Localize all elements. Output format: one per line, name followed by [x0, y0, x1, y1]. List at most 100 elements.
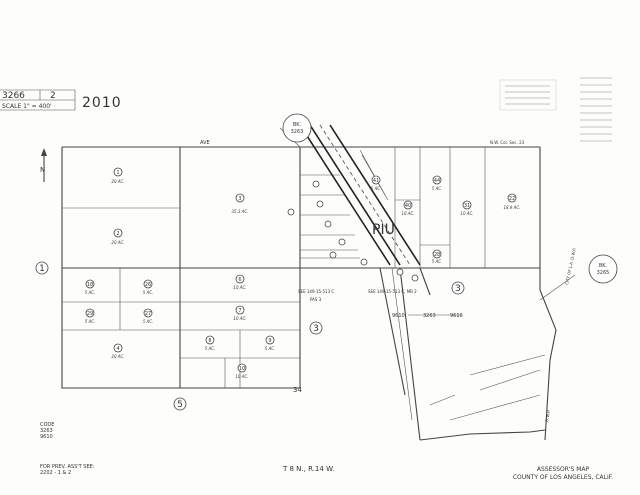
- bk-3265-marker: BK. 3265: [588, 254, 618, 284]
- svg-text:18.9 AC.: 18.9 AC.: [504, 205, 521, 210]
- area-marker-5: 5: [173, 397, 187, 411]
- tract-line: 9610 3263 9610: [392, 313, 463, 319]
- svg-text:BK.: BK.: [599, 263, 608, 269]
- parcel-27: 27 5 AC.: [143, 308, 154, 324]
- parcel-7: 7 10 AC.: [233, 305, 247, 321]
- code-block: CODE 3263 9610: [40, 422, 54, 440]
- see-reference-right: SEE 149-15-513 C, MB 2: [368, 289, 417, 294]
- parcel-41: 41 5 AC.: [371, 175, 382, 191]
- parcel-10: 10 10 AC.: [235, 363, 249, 379]
- road-label-dwp: D.W.P.: [544, 409, 551, 422]
- svg-text:18: 18: [87, 282, 93, 288]
- area-marker-1: 1: [35, 261, 49, 275]
- svg-text:20 AC.: 20 AC.: [111, 240, 124, 245]
- railroad-row: [279, 124, 421, 266]
- svg-text:8: 8: [208, 338, 211, 344]
- parcel-26: 26 5 AC.: [143, 279, 154, 295]
- svg-text:44: 44: [434, 178, 440, 184]
- svg-text:5 AC.: 5 AC.: [432, 259, 443, 264]
- svg-text:5 AC.: 5 AC.: [371, 186, 382, 191]
- svg-text:5 AC.: 5 AC.: [432, 186, 443, 191]
- prev-assessment-label: FOR PREV. ASS'T SEE:: [40, 464, 95, 470]
- svg-text:6: 6: [238, 277, 241, 283]
- svg-text:27: 27: [145, 311, 151, 317]
- revision-notes: [499, 77, 612, 142]
- parcel-44: 44 5 AC.: [432, 175, 443, 191]
- parcel-29: 29 5 AC.: [85, 308, 96, 324]
- svg-text:BK.: BK.: [293, 122, 302, 128]
- svg-text:22: 22: [509, 196, 515, 202]
- see-reference-left: SEE 149-15-513 C: [298, 289, 334, 294]
- svg-text:9610: 9610: [450, 313, 463, 319]
- parcel-22: 22 18.9 AC.: [504, 193, 521, 210]
- area-marker-3-south: 3: [309, 321, 323, 335]
- small-parcel-markers: [287, 180, 419, 282]
- svg-text:3: 3: [455, 284, 461, 294]
- svg-text:10 AC.: 10 AC.: [235, 374, 248, 379]
- svg-text:41: 41: [373, 178, 379, 184]
- svg-text:3263: 3263: [291, 129, 304, 135]
- svg-text:9: 9: [268, 338, 271, 344]
- parcel-40: 40 10 AC.: [401, 200, 415, 216]
- book-number: 3266: [2, 91, 25, 101]
- parcel-28: 28 5 AC.: [432, 249, 443, 264]
- header-block: 3266 2 SCALE 1" = 400' 2010: [0, 89, 122, 111]
- parcel-18: 18 5 AC.: [85, 279, 96, 295]
- parcel-9: 9 5 AC.: [265, 335, 276, 351]
- north-arrow-icon: N: [40, 148, 47, 182]
- svg-text:10 AC.: 10 AC.: [401, 211, 414, 216]
- svg-text:10 AC.: 10 AC.: [233, 316, 246, 321]
- bk-3263-marker: BK. 3263: [282, 113, 312, 143]
- svg-text:CODE: CODE: [40, 422, 54, 428]
- ave-label: AVE: [200, 140, 210, 146]
- svg-text:5 AC.: 5 AC.: [265, 346, 276, 351]
- svg-text:2: 2: [116, 231, 119, 237]
- svg-text:1: 1: [116, 170, 119, 176]
- svg-text:N: N: [40, 166, 45, 174]
- svg-text:5 AC.: 5 AC.: [143, 290, 154, 295]
- parcel-3: 3 35.3 AC.: [232, 193, 248, 214]
- prev-assessment-value: 2202 - 1 & 2: [40, 470, 71, 476]
- svg-text:29: 29: [87, 311, 93, 317]
- svg-text:28: 28: [434, 252, 440, 258]
- svg-text:1: 1: [39, 264, 45, 274]
- road-label-city: CITY OF L.A. D.W.P.: [564, 247, 577, 285]
- piu-label: PIU: [372, 222, 395, 238]
- svg-text:3265: 3265: [597, 270, 610, 276]
- year-label: 2010: [82, 95, 122, 111]
- svg-text:31: 31: [464, 203, 470, 209]
- parcel-1: 1 20 AC.: [111, 167, 125, 184]
- svg-text:9610: 9610: [40, 434, 53, 440]
- svg-text:4: 4: [116, 346, 119, 352]
- township-label: T 8 N., R.14 W.: [282, 465, 334, 473]
- parcel-8: 8 5 AC.: [205, 335, 216, 351]
- svg-text:7: 7: [238, 308, 241, 314]
- svg-text:40: 40: [405, 203, 411, 209]
- svg-text:26: 26: [145, 282, 151, 288]
- svg-text:5 AC.: 5 AC.: [205, 346, 216, 351]
- svg-text:3263: 3263: [40, 428, 53, 434]
- section-corner-label: N.W. Cor. Sec. 23: [490, 140, 525, 145]
- area-marker-3-east: 3: [451, 281, 465, 295]
- svg-text:3: 3: [238, 196, 241, 202]
- svg-text:10 AC.: 10 AC.: [233, 285, 246, 290]
- svg-text:5: 5: [177, 400, 183, 410]
- svg-text:10: 10: [239, 366, 245, 372]
- svg-text:9610: 9610: [392, 313, 405, 319]
- svg-text:3: 3: [313, 324, 319, 334]
- svg-text:20 AC.: 20 AC.: [111, 179, 124, 184]
- parcel-4: 4 20 AC.: [111, 343, 125, 359]
- parcel-31: 31 10 AC.: [460, 200, 474, 216]
- svg-text:5 AC.: 5 AC.: [85, 290, 96, 295]
- svg-text:5 AC.: 5 AC.: [85, 319, 96, 324]
- assessor-map-label: ASSESSOR'S MAP: [537, 466, 590, 473]
- parcel-boundaries: [61, 146, 541, 389]
- svg-text:20 AC.: 20 AC.: [111, 354, 124, 359]
- svg-text:5 AC.: 5 AC.: [143, 319, 154, 324]
- parcel-6: 6 10 AC.: [233, 274, 247, 290]
- scale-label: SCALE 1" = 400': [2, 103, 52, 110]
- parcel-2: 2 20 AC.: [111, 228, 125, 245]
- county-label: COUNTY OF LOS ANGELES, CALIF.: [513, 474, 613, 481]
